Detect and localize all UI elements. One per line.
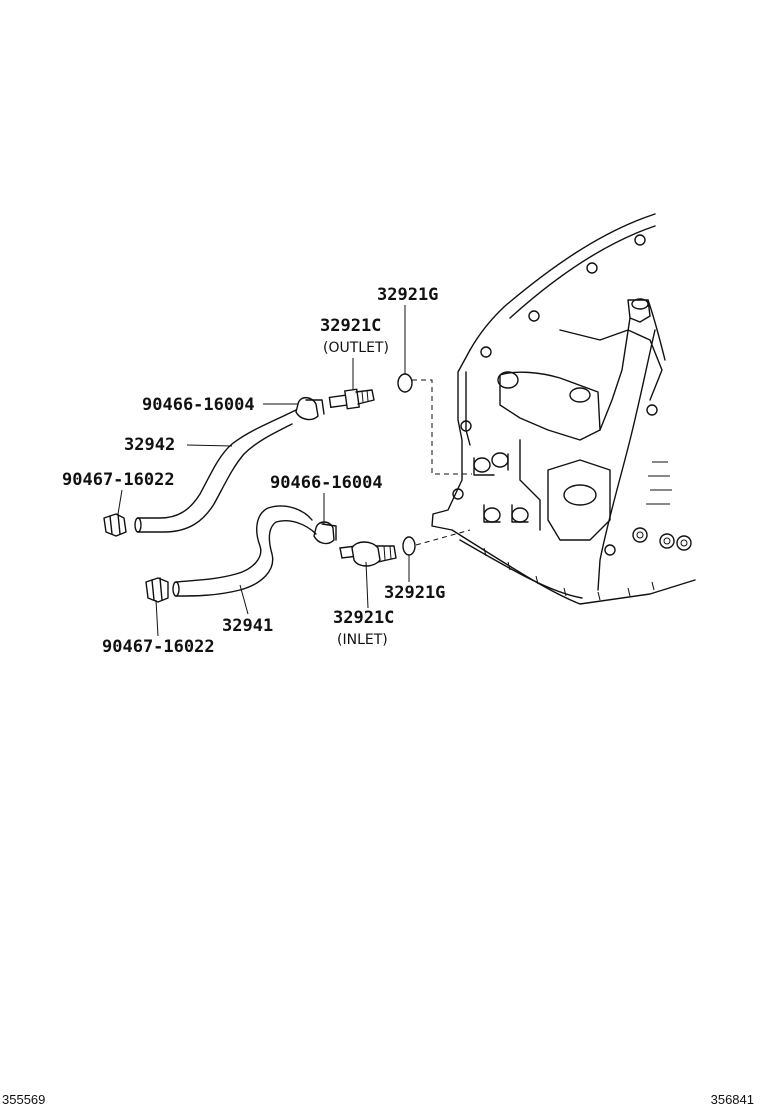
hose-outlet-part xyxy=(134,409,297,533)
label-clip-lower: 90466-16004 xyxy=(270,473,383,493)
clamp-upper-part xyxy=(103,513,127,537)
outlet-leader-line xyxy=(412,379,472,475)
transmission-case xyxy=(431,213,696,605)
clip-lower-part xyxy=(313,521,337,545)
label-union-outlet: 32921C xyxy=(320,316,382,336)
label-grommet-outlet: 32921G xyxy=(377,285,439,305)
footer-left-id: 355569 xyxy=(2,1092,46,1107)
label-union-outlet-note: (OUTLET) xyxy=(323,340,389,356)
clamp-lower-part xyxy=(145,577,169,603)
grommet-inlet-part xyxy=(402,536,416,556)
footer-right-id: 356841 xyxy=(710,1092,754,1107)
union-inlet-part xyxy=(339,541,397,567)
label-union-inlet-note: (INLET) xyxy=(337,632,388,648)
clip-upper-part xyxy=(295,396,325,421)
label-union-inlet: 32921C xyxy=(333,608,395,628)
union-outlet-part xyxy=(328,388,375,410)
label-grommet-inlet: 32921G xyxy=(384,583,446,603)
label-clamp-upper: 90467-16022 xyxy=(62,470,175,490)
label-hose-inlet: 32941 xyxy=(222,616,274,636)
inlet-leader-line xyxy=(415,529,471,546)
label-clamp-lower: 90467-16022 xyxy=(102,637,215,657)
hose-inlet-part xyxy=(172,505,317,597)
label-clip-upper: 90466-16004 xyxy=(142,395,255,415)
grommet-outlet-part xyxy=(397,373,413,393)
label-hose-outlet: 32942 xyxy=(124,435,176,455)
label-leaders xyxy=(117,305,410,637)
